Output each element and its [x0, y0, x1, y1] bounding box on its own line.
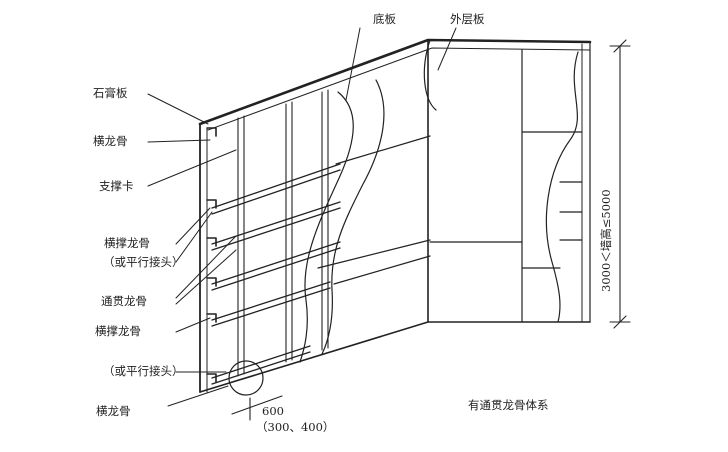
cross-braces	[211, 163, 341, 385]
wall-outline	[198, 38, 592, 393]
label-support-clip: 支撑卡	[99, 179, 134, 193]
label-cross-brace-1: 横撑龙骨	[104, 236, 150, 250]
track-clips	[206, 127, 217, 383]
diagram-caption: 有通贯龙骨体系	[468, 398, 549, 412]
label-cross-brace-2: 横撑龙骨	[95, 324, 141, 338]
label-through-stud: 通贯龙骨	[101, 294, 147, 308]
label-spacing-alt: （300、400）	[256, 420, 335, 434]
label-parallel-joint-2: （或平行接头）	[103, 364, 184, 378]
label-gypsum-board: 石膏板	[93, 86, 128, 100]
base-board	[299, 79, 431, 363]
spacing-dimension	[231, 395, 283, 421]
height-dimension	[609, 39, 631, 329]
label-top-track: 横龙骨	[93, 134, 128, 148]
outer-board	[423, 39, 583, 323]
label-spacing-main: 600	[262, 404, 284, 418]
label-wall-height: 3000＜墙高≤5000	[599, 189, 613, 292]
vertical-studs	[237, 89, 329, 377]
leader-lines	[147, 27, 457, 407]
label-parallel-joint-1: （或平行接头）	[103, 255, 184, 269]
detail-circle	[228, 360, 264, 396]
label-outer-board: 外层板	[450, 12, 485, 26]
label-bottom-track: 横龙骨	[96, 404, 131, 418]
label-base-board: 底板	[373, 12, 396, 26]
